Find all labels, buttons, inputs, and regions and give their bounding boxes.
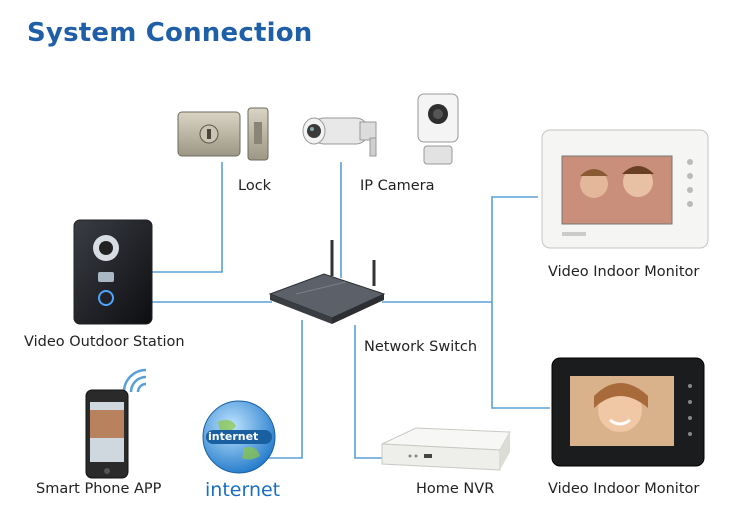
- wifi-signal-icon: [122, 368, 147, 393]
- home-nvr-device: [381, 427, 511, 471]
- outdoor-station-device: [73, 219, 153, 325]
- network-switch-label: Network Switch: [364, 339, 478, 355]
- network-switch-device: [268, 240, 386, 324]
- page-title: System Connection: [27, 18, 313, 48]
- lock-label: Lock: [238, 178, 272, 194]
- ip-camera-label: IP Camera: [360, 178, 435, 194]
- internet-globe-text: internet: [208, 430, 259, 443]
- internet-globe-icon: [202, 400, 276, 474]
- indoor-monitor-white-device: [541, 129, 709, 249]
- lock-device: [177, 107, 269, 161]
- indoor-monitor-bottom-label: Video Indoor Monitor: [548, 481, 700, 497]
- smart-phone-device: [85, 389, 129, 479]
- indoor-monitor-top-label: Video Indoor Monitor: [548, 264, 700, 280]
- home-nvr-label: Home NVR: [416, 481, 495, 497]
- outdoor-station-label: Video Outdoor Station: [24, 334, 185, 350]
- smart-phone-label: Smart Phone APP: [36, 481, 162, 497]
- internet-wire: [262, 320, 303, 459]
- lock-wire: [148, 162, 223, 273]
- internet-label: internet: [205, 479, 281, 501]
- nvr-wire: [354, 325, 388, 459]
- bullet-camera-icon: [302, 117, 377, 157]
- cube-camera-icon: [417, 93, 459, 165]
- monitor-bus-wire: [491, 196, 550, 409]
- indoor-monitor-black-device: [551, 357, 705, 467]
